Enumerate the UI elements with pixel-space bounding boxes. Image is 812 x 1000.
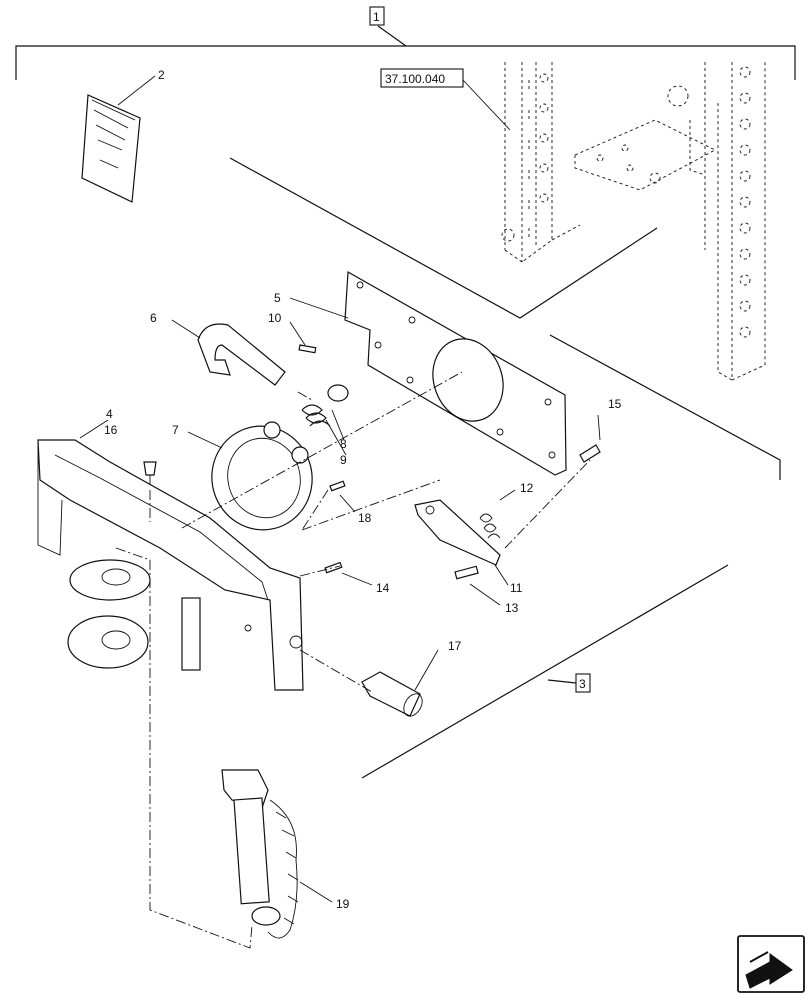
callout-19[interactable]: 19 [336, 897, 350, 911]
callout-9[interactable]: 9 [340, 453, 347, 467]
part-10-pin: 10 [268, 311, 317, 354]
part-17-pivot-pin: 17 [361, 639, 462, 717]
group-3-bracket: 3 [229, 157, 781, 779]
callout-reference-37-100-040[interactable]: 37.100.040 [385, 72, 445, 86]
reference-frame-37-100-040: 37.100.040 [380, 62, 766, 381]
part-18-pin: 18 [329, 480, 372, 525]
next-page-arrow-icon[interactable] [737, 935, 805, 993]
callout-group-3[interactable]: 3 [579, 677, 586, 691]
callout-group-1[interactable]: 1 [373, 10, 380, 24]
part-4-hitch-body: 4 [37, 407, 304, 691]
callout-6[interactable]: 6 [150, 311, 157, 325]
callout-17[interactable]: 17 [448, 639, 462, 653]
part-14-pin: 14 [324, 561, 390, 595]
part-15-bolt: 15 [579, 397, 622, 463]
part-5-plate: 5 [274, 271, 567, 476]
callout-13[interactable]: 13 [505, 601, 519, 615]
callout-2[interactable]: 2 [158, 68, 165, 82]
part-6-hook: 6 [150, 311, 286, 386]
callout-12[interactable]: 12 [520, 481, 534, 495]
callout-16[interactable]: 16 [104, 423, 118, 437]
callout-14[interactable]: 14 [376, 581, 390, 595]
callout-7[interactable]: 7 [172, 423, 179, 437]
assembly-centerlines [115, 371, 591, 949]
callout-10[interactable]: 10 [268, 311, 282, 325]
part-11-lever: 11 [414, 499, 523, 595]
callout-15[interactable]: 15 [608, 397, 622, 411]
part-12-spring: 12 [479, 481, 534, 539]
callout-11[interactable]: 11 [510, 581, 523, 595]
group-1-bracket: 1 [15, 6, 796, 80]
part-13-pin: 13 [454, 565, 519, 615]
callout-18[interactable]: 18 [358, 511, 372, 525]
part-7-ring: 7 [172, 421, 313, 531]
part-19-linch-pin: 19 [221, 769, 350, 939]
callout-8[interactable]: 8 [340, 437, 347, 451]
parts-8-9-spring-and-clip: 8 9 [301, 384, 349, 467]
part-2-manual: 2 [81, 68, 165, 203]
callout-4[interactable]: 4 [106, 407, 113, 421]
callout-5[interactable]: 5 [274, 291, 281, 305]
